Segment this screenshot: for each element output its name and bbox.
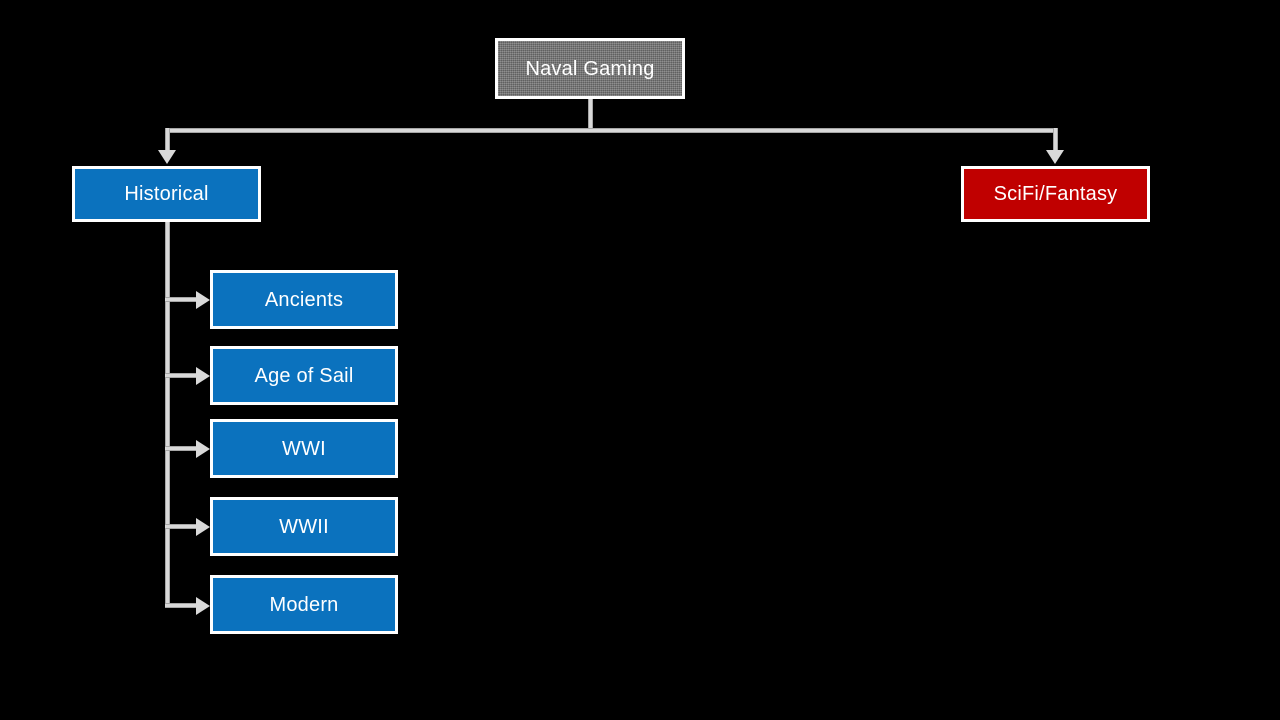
node-label: Age of Sail <box>254 364 354 387</box>
connector-drop-scifi <box>1053 128 1058 154</box>
arrow-right-icon-wwii <box>196 518 210 536</box>
node-wwi[interactable]: WWI <box>210 419 398 478</box>
arrow-down-icon-historical <box>158 150 176 164</box>
node-label: WWI <box>282 437 326 460</box>
node-label: SciFi/Fantasy <box>993 183 1118 205</box>
node-label: Ancients <box>264 288 344 311</box>
connector-historical-trunk <box>165 222 170 608</box>
connector-root-stem <box>588 99 593 133</box>
node-age-of-sail[interactable]: Age of Sail <box>210 346 398 405</box>
node-modern[interactable]: Modern <box>210 575 398 634</box>
connector-branch-ancients <box>165 297 197 302</box>
arrow-down-icon-scifi <box>1046 150 1064 164</box>
node-naval-gaming[interactable]: Naval Gaming <box>495 38 685 99</box>
node-label: Modern <box>269 593 339 616</box>
arrow-right-icon-modern <box>196 597 210 615</box>
connector-branch-modern <box>165 603 197 608</box>
node-historical[interactable]: Historical <box>72 166 261 222</box>
connector-branch-wwii <box>165 524 197 529</box>
connector-branch-wwi <box>165 446 197 451</box>
node-label: Naval Gaming <box>525 57 655 80</box>
connector-horizontal-bus <box>165 128 1058 133</box>
connector-branch-age-of-sail <box>165 373 197 378</box>
node-scifi-fantasy[interactable]: SciFi/Fantasy <box>961 166 1150 222</box>
arrow-right-icon-age-of-sail <box>196 367 210 385</box>
node-label: WWII <box>279 515 329 538</box>
arrow-right-icon-wwi <box>196 440 210 458</box>
node-ancients[interactable]: Ancients <box>210 270 398 329</box>
node-label: Historical <box>124 183 209 205</box>
connector-drop-historical <box>165 128 170 154</box>
arrow-right-icon-ancients <box>196 291 210 309</box>
node-wwii[interactable]: WWII <box>210 497 398 556</box>
